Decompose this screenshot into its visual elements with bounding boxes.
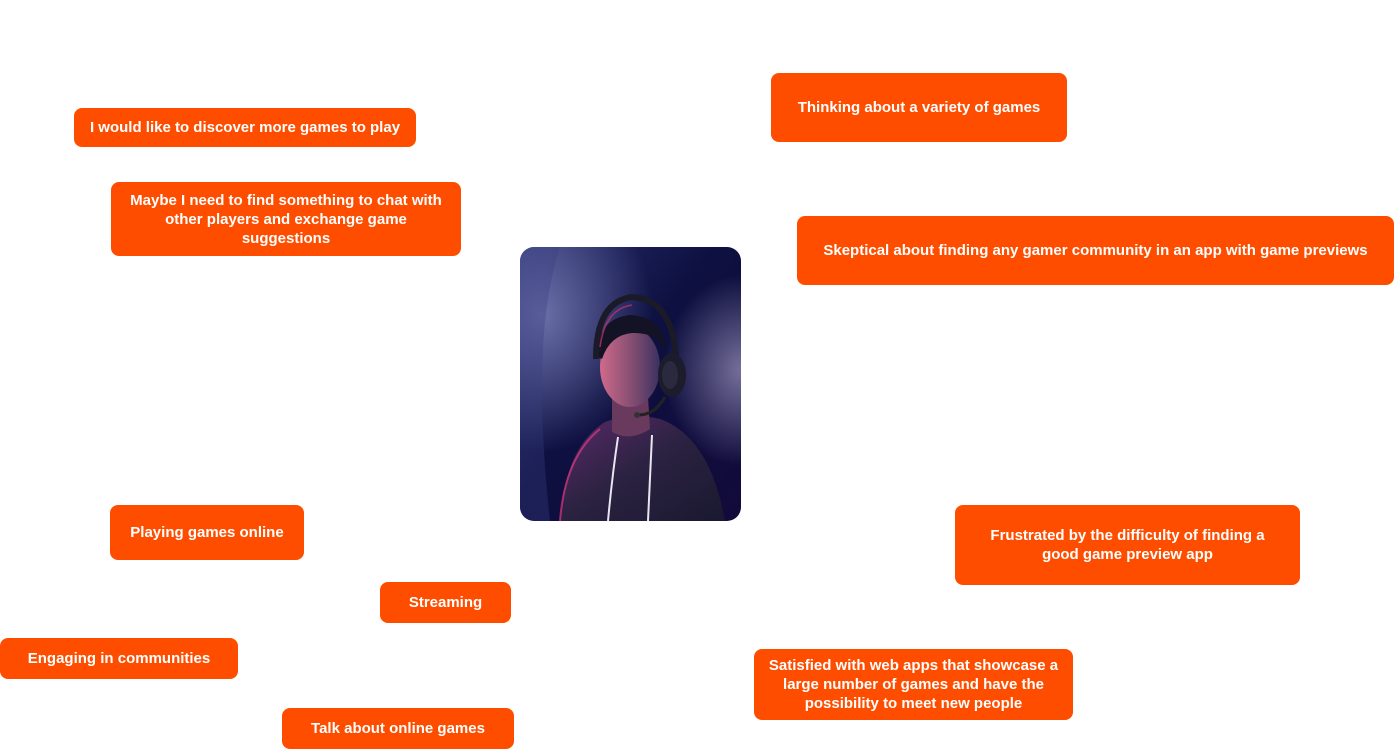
note-satisfied[interactable]: Satisfied with web apps that showcase a … [754, 649, 1073, 720]
note-talk-games[interactable]: Talk about online games [282, 708, 514, 749]
note-text: Playing games online [130, 524, 284, 541]
note-chat-players[interactable]: Maybe I need to find something to chat w… [111, 182, 461, 256]
note-discover-games[interactable]: I would like to discover more games to p… [74, 108, 416, 147]
note-communities[interactable]: Engaging in communities [0, 638, 238, 679]
note-text: Maybe I need to find something to chat w… [130, 191, 442, 247]
note-skeptical[interactable]: Skeptical about finding any gamer commun… [797, 216, 1394, 285]
note-text: Engaging in communities [27, 650, 211, 667]
note-streaming[interactable]: Streaming [380, 582, 511, 623]
note-frustrated[interactable]: Frustrated by the difficulty of finding … [955, 505, 1300, 585]
note-text: Frustrated by the difficulty of finding … [990, 527, 1265, 563]
note-variety-games[interactable]: Thinking about a variety of games [771, 73, 1067, 142]
note-text: Streaming [408, 594, 483, 611]
note-text: Satisfied with web apps that showcase a … [768, 657, 1059, 712]
note-text: I would like to discover more games to p… [89, 119, 401, 136]
note-text: Skeptical about finding any gamer commun… [823, 242, 1368, 259]
note-playing-online[interactable]: Playing games online [110, 505, 304, 560]
gamer-with-headset-photo [520, 247, 741, 521]
note-text: Thinking about a variety of games [797, 99, 1041, 116]
note-text: Talk about online games [311, 720, 485, 737]
